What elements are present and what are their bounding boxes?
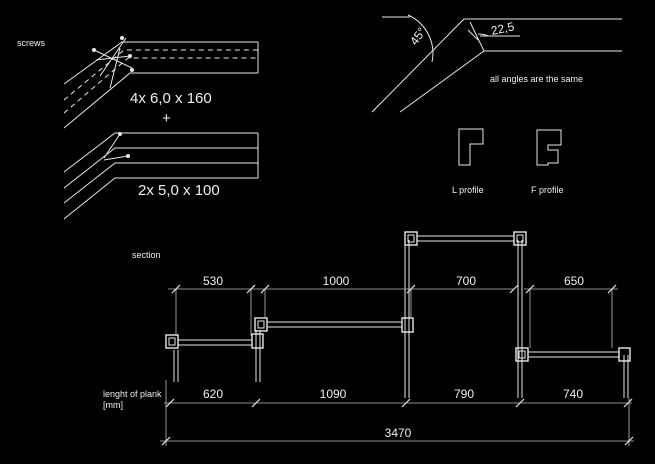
dim-top-3: 700 [456, 274, 476, 288]
angle-half-label: 22,5 [490, 19, 516, 38]
angle-detail [371, 14, 622, 113]
plank-length-unit: [mm] [103, 400, 123, 410]
dim-top-2: 1000 [323, 274, 350, 288]
dim-top-4: 650 [564, 274, 584, 288]
dim-plank-1: 620 [203, 387, 223, 401]
section-label: section [132, 250, 161, 260]
screw-long-spec: 4x 6,0 x 160 [130, 90, 212, 107]
angle-main-label: 45° [407, 25, 429, 48]
dim-total: 3470 [385, 426, 412, 440]
dim-plank-3: 790 [454, 387, 474, 401]
dim-plank-4: 740 [563, 387, 583, 401]
screw-detail-long [63, 36, 259, 129]
f-profile-icon [536, 129, 562, 166]
screws-label: screws [17, 38, 46, 48]
angles-note: all angles are the same [490, 74, 583, 84]
dim-top-1: 530 [203, 274, 223, 288]
plus-sign: + [162, 110, 171, 127]
l-profile-icon [458, 128, 484, 166]
plank-length-label: lenght of plank [103, 389, 162, 399]
f-profile-label: F profile [531, 185, 564, 195]
section-drawing [160, 231, 634, 446]
screw-detail-short [63, 132, 259, 220]
dim-plank-2: 1090 [320, 387, 347, 401]
l-profile-label: L profile [452, 185, 484, 195]
screw-short-spec: 2x 5,0 x 100 [138, 182, 220, 199]
